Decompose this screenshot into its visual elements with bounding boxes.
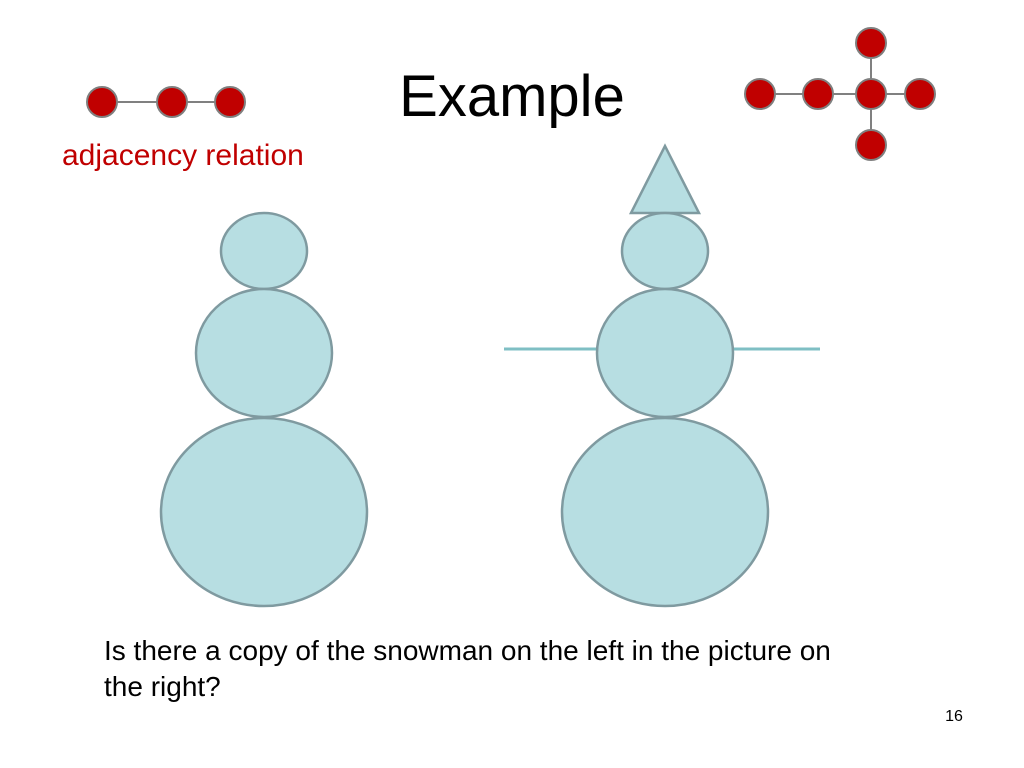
- chain-node-2: [156, 86, 188, 118]
- question-text: Is there a copy of the snowman on the le…: [104, 635, 831, 702]
- cross-node-top: [855, 27, 887, 59]
- chain-node-1: [86, 86, 118, 118]
- right-snowman-body: [595, 287, 735, 419]
- right-snowman-head: [620, 211, 710, 291]
- left-snowman-body: [194, 287, 334, 419]
- right-snowman-base: [560, 416, 770, 608]
- cross-node-right: [904, 78, 936, 110]
- cross-node-center: [855, 78, 887, 110]
- left-snowman: [159, 211, 369, 608]
- cross-node-left-inner: [802, 78, 834, 110]
- adjacency-chain: [86, 86, 246, 118]
- left-snowman-head: [219, 211, 309, 291]
- right-snowman-hat: [628, 143, 702, 215]
- cross-node-left-outer: [744, 78, 776, 110]
- chain-node-3: [214, 86, 246, 118]
- left-snowman-base: [159, 416, 369, 608]
- cross-graph: [744, 27, 936, 161]
- right-snowman: [504, 143, 820, 608]
- slide-title: Example: [399, 64, 625, 129]
- page-number: 16: [945, 708, 963, 725]
- cross-node-bottom: [855, 129, 887, 161]
- adjacency-relation-label: adjacency relation: [62, 139, 304, 172]
